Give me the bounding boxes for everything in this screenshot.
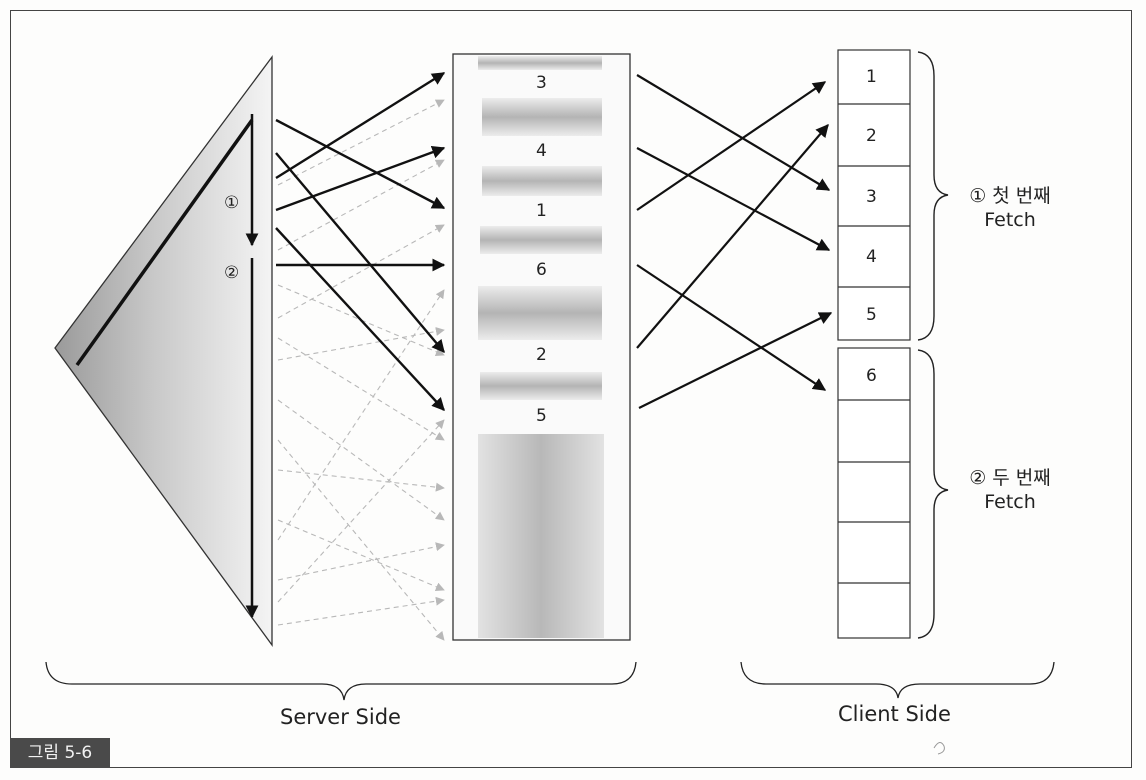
index-step2-label: ② xyxy=(224,263,240,283)
client-cell: 5 xyxy=(866,305,877,325)
table-block-3 xyxy=(478,56,602,70)
table-row-label: 1 xyxy=(536,201,547,221)
client-array xyxy=(837,49,911,639)
second-fetch-brace xyxy=(917,349,949,639)
table-row-label: 5 xyxy=(536,406,547,426)
first-fetch-marker: ① 첫 번째 xyxy=(969,185,1051,207)
server-side-brace xyxy=(45,661,637,701)
fetched-row-arrows xyxy=(275,71,446,411)
table-block-2 xyxy=(478,286,602,340)
table-row-label: 6 xyxy=(536,260,547,280)
second-fetch-marker: ② 두 번째 xyxy=(969,467,1051,489)
client-cell: 3 xyxy=(866,187,877,207)
table-row-label: 3 xyxy=(536,73,547,93)
unfetched-row-arrows xyxy=(277,99,445,641)
figure-tag: 그림 5-6 xyxy=(10,738,110,768)
first-fetch-word: Fetch xyxy=(984,209,1036,231)
table-block-4 xyxy=(482,98,602,136)
second-fetch-word: Fetch xyxy=(984,491,1036,513)
client-side-label: Client Side xyxy=(838,702,951,726)
table-block-6 xyxy=(480,226,602,254)
table-block-5 xyxy=(480,372,602,400)
figure-frame xyxy=(10,10,1132,768)
client-cell: 1 xyxy=(866,67,877,87)
index-step1-label: ① xyxy=(224,193,240,213)
table-block-1 xyxy=(482,166,602,196)
first-fetch-brace xyxy=(917,51,949,341)
client-cell: 2 xyxy=(866,126,877,146)
index-scan-line xyxy=(75,118,254,367)
fetch-to-client-arrows xyxy=(636,74,833,409)
pen-mark xyxy=(933,742,945,755)
client-cell: 6 xyxy=(866,366,877,386)
client-side-brace xyxy=(740,661,1055,699)
index-triangle xyxy=(54,55,273,647)
server-side-label: Server Side xyxy=(280,705,401,729)
table-row-label: 2 xyxy=(536,345,547,365)
first-fetch-label: ① 첫 번째 Fetch xyxy=(950,184,1070,232)
second-fetch-label: ② 두 번째 Fetch xyxy=(950,466,1070,514)
table-block-rest xyxy=(478,434,604,638)
client-cell: 4 xyxy=(866,247,877,267)
table-row-label: 4 xyxy=(536,141,547,161)
